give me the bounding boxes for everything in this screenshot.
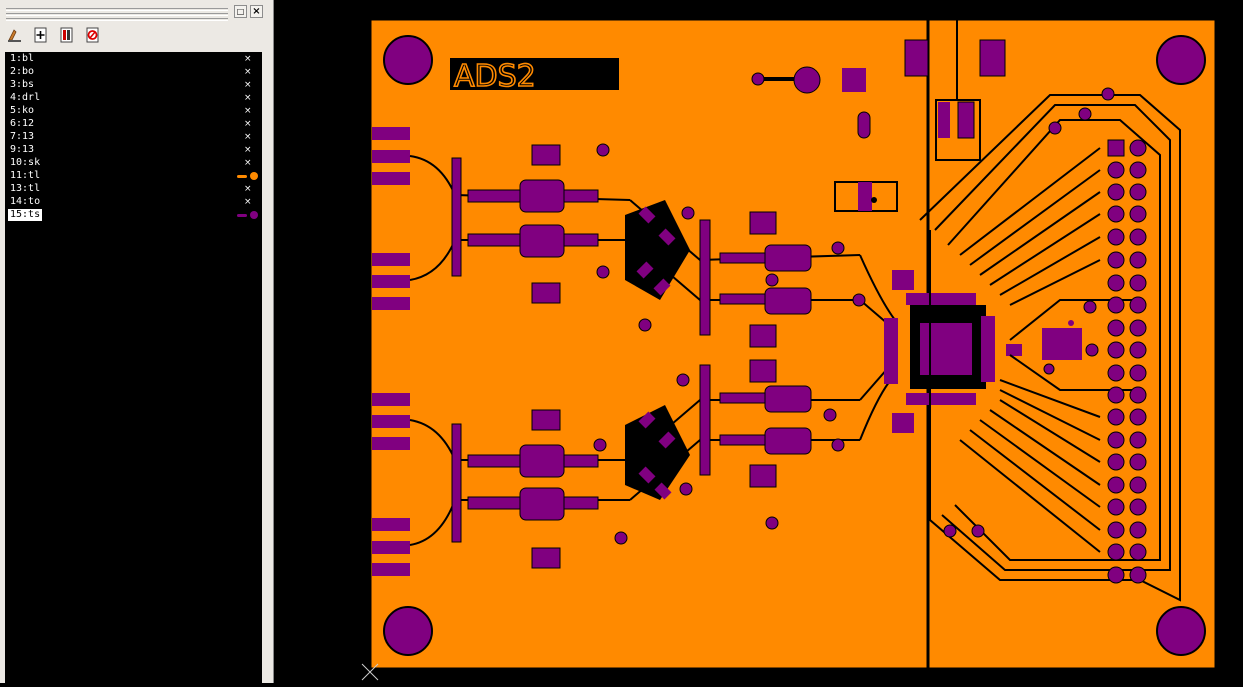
- panel-drag-handle[interactable]: [6, 8, 228, 21]
- layer-hide-icon[interactable]: ×: [244, 197, 252, 207]
- layer-item[interactable]: 4:drl×: [10, 92, 252, 103]
- layer-color-swatch[interactable]: [237, 175, 247, 178]
- layer-hide-icon[interactable]: ×: [244, 93, 252, 103]
- layer-hide-icon[interactable]: ×: [244, 80, 252, 90]
- layer-hide-icon[interactable]: ×: [244, 119, 252, 129]
- layer-hide-icon[interactable]: ×: [244, 158, 252, 168]
- layer-hide-icon[interactable]: ×: [244, 145, 252, 155]
- origin-marker: [361, 663, 379, 681]
- layer-panel: □ × 1:bl× 2:bo× 3:bs× 4:drl× 5:ko× 6:12×…: [0, 0, 274, 683]
- layer-item[interactable]: 11:tl: [7, 170, 260, 182]
- pin-header: [943, 87, 1147, 584]
- layer-item[interactable]: 5:ko×: [10, 105, 252, 116]
- layer-color-swatch[interactable]: [250, 172, 258, 180]
- edge-connector: [372, 127, 410, 576]
- layer-hide-icon[interactable]: ×: [244, 132, 252, 142]
- layer-item-selected[interactable]: 15:ts: [7, 209, 260, 221]
- layer-item[interactable]: 13:tl×: [10, 183, 252, 194]
- layer-hide-icon[interactable]: ×: [244, 106, 252, 116]
- layer-list: 1:bl× 2:bo× 3:bs× 4:drl× 5:ko× 6:12× 7:1…: [5, 52, 262, 683]
- layer-item[interactable]: 1:bl×: [10, 53, 252, 64]
- mounting-hole: [383, 35, 1206, 656]
- silkscreen-label-box: [450, 58, 619, 90]
- ic-package: [884, 270, 1082, 433]
- layer-item[interactable]: 6:12×: [10, 118, 252, 129]
- layer-hide-icon[interactable]: ×: [244, 184, 252, 194]
- layer-color-swatch[interactable]: [250, 211, 258, 219]
- routing-traces: [919, 94, 1181, 602]
- pcb-board-view: ADS2: [361, 17, 1218, 681]
- panel-close-button[interactable]: ×: [250, 5, 263, 18]
- layer-hide-icon[interactable]: ×: [244, 54, 252, 64]
- panel-restore-button[interactable]: □: [234, 5, 247, 18]
- layer-item[interactable]: 14:to×: [10, 196, 252, 207]
- layer-item[interactable]: 2:bo×: [10, 66, 252, 77]
- rf-amplifier: [625, 200, 690, 500]
- remove-layer-icon[interactable]: [84, 26, 102, 44]
- layer-item[interactable]: 9:13×: [10, 144, 252, 155]
- layer-info-icon[interactable]: [58, 26, 76, 44]
- gerber-canvas[interactable]: ADS2: [277, 0, 1243, 683]
- layer-item[interactable]: 3:bs×: [10, 79, 252, 90]
- layer-hide-icon[interactable]: ×: [244, 67, 252, 77]
- layer-item[interactable]: 10:sk×: [10, 157, 252, 168]
- open-layer-icon[interactable]: [6, 26, 24, 44]
- layer-item[interactable]: 7:13×: [10, 131, 252, 142]
- add-layer-icon[interactable]: [32, 26, 50, 44]
- layer-color-swatch[interactable]: [237, 214, 247, 217]
- silkscreen-label: ADS2: [454, 59, 536, 94]
